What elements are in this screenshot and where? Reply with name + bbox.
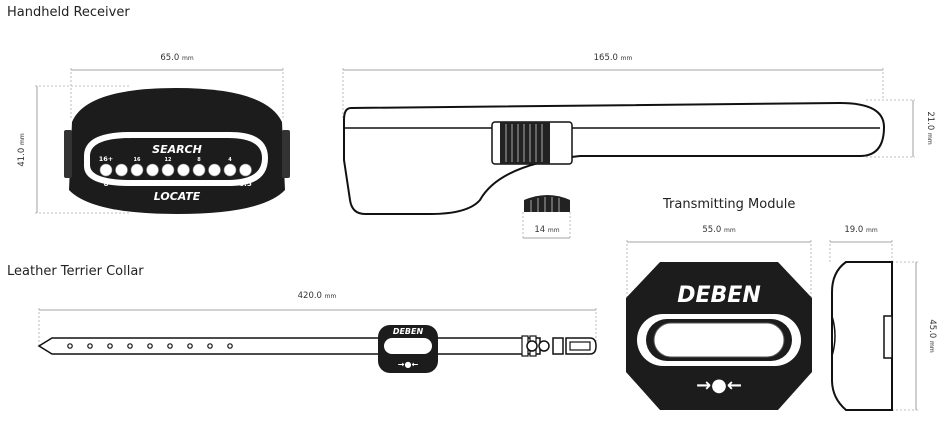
module-brand: DEBEN (677, 283, 761, 308)
module-front-view: DEBEN →●← 55.0 mm (626, 225, 812, 410)
collar-hole (207, 343, 213, 349)
led-bottom-label: 1 (228, 182, 232, 188)
led-top-label: 8 (197, 157, 201, 163)
receiver-right-grip (282, 130, 290, 178)
receiver-side-view: 165.0 mm 21.0 mm 14 mm (342, 53, 935, 240)
transmitting-module-title: Transmitting Module (663, 197, 796, 212)
led-top-label: 4 (228, 157, 232, 163)
signal-led (146, 163, 159, 177)
signal-led (192, 163, 206, 177)
receiver-front-view: SEARCH LOCATE 16+ 16 12 8 4 8 6 4 2 1 0.5 65.0 mm… (17, 53, 290, 214)
module-side-view: 19.0 mm 45.0 mm (829, 225, 937, 411)
signal-led (239, 163, 252, 177)
receiver-depth-dimension: 21.0 mm (925, 111, 935, 144)
collar-hole (67, 343, 73, 349)
receiver-left-grip (64, 130, 72, 178)
signal-led (208, 163, 221, 177)
led-bottom-label: 2 (197, 182, 201, 188)
receiver-height-dimension: 41.0 mm (17, 133, 27, 166)
module-clip (883, 315, 893, 359)
led-bottom-label: 4 (166, 182, 170, 188)
module-side-body (831, 261, 893, 411)
led-bottom-labels: 8 6 4 2 1 0.5 (104, 180, 252, 188)
led-top-label: 16+ (99, 155, 114, 163)
collar-hole (87, 343, 93, 349)
signal-led (223, 163, 237, 177)
led-bottom-label: 0.5 (239, 180, 252, 188)
collar-hole (167, 343, 173, 349)
led-top-labels: 16+ 16 12 8 4 (99, 155, 233, 163)
collar-tag-brand: DEBEN (393, 327, 424, 336)
signal-led (130, 163, 144, 177)
collar-ring (526, 340, 538, 352)
collar-holes (67, 343, 233, 349)
wheel-dimension: 14 mm (534, 225, 559, 235)
receiver-top-dome (72, 88, 282, 122)
collar-hole (187, 343, 193, 349)
led-bottom-label: 8 (104, 180, 109, 188)
receiver-length-dimension: 165.0 mm (594, 53, 633, 63)
module-locate-symbol: →●← (696, 375, 742, 396)
module-width-dimension: 55.0 mm (702, 225, 735, 235)
search-label: SEARCH (152, 143, 202, 156)
collar-tag-symbol: →●← (398, 360, 419, 369)
signal-led (161, 163, 175, 177)
receiver-width-dimension: 65.0 mm (160, 53, 193, 63)
signal-led (99, 163, 113, 177)
collar-hole (147, 343, 153, 349)
led-bottom-label: 6 (135, 182, 139, 188)
collar-hole (107, 343, 113, 349)
led-top-label: 16 (134, 157, 141, 163)
signal-led (177, 163, 190, 177)
module-height-dimension: 45.0 mm (927, 319, 937, 352)
collar-length-dimension: 420.0 mm (298, 291, 337, 301)
collar-hole (227, 343, 233, 349)
receiver-side-body (343, 101, 886, 215)
led-top-label: 12 (165, 157, 172, 163)
signal-led-row (99, 163, 252, 177)
handheld-receiver-title: Handheld Receiver (7, 5, 130, 20)
leather-collar-title: Leather Terrier Collar (7, 264, 144, 279)
collar-hole (127, 343, 133, 349)
collar-view: 420.0 mm DEBEN →●← (37, 291, 597, 373)
locate-label: LOCATE (154, 190, 201, 203)
collar-strap (37, 337, 541, 355)
module-depth-dimension: 19.0 mm (844, 225, 877, 235)
signal-led (115, 163, 128, 177)
